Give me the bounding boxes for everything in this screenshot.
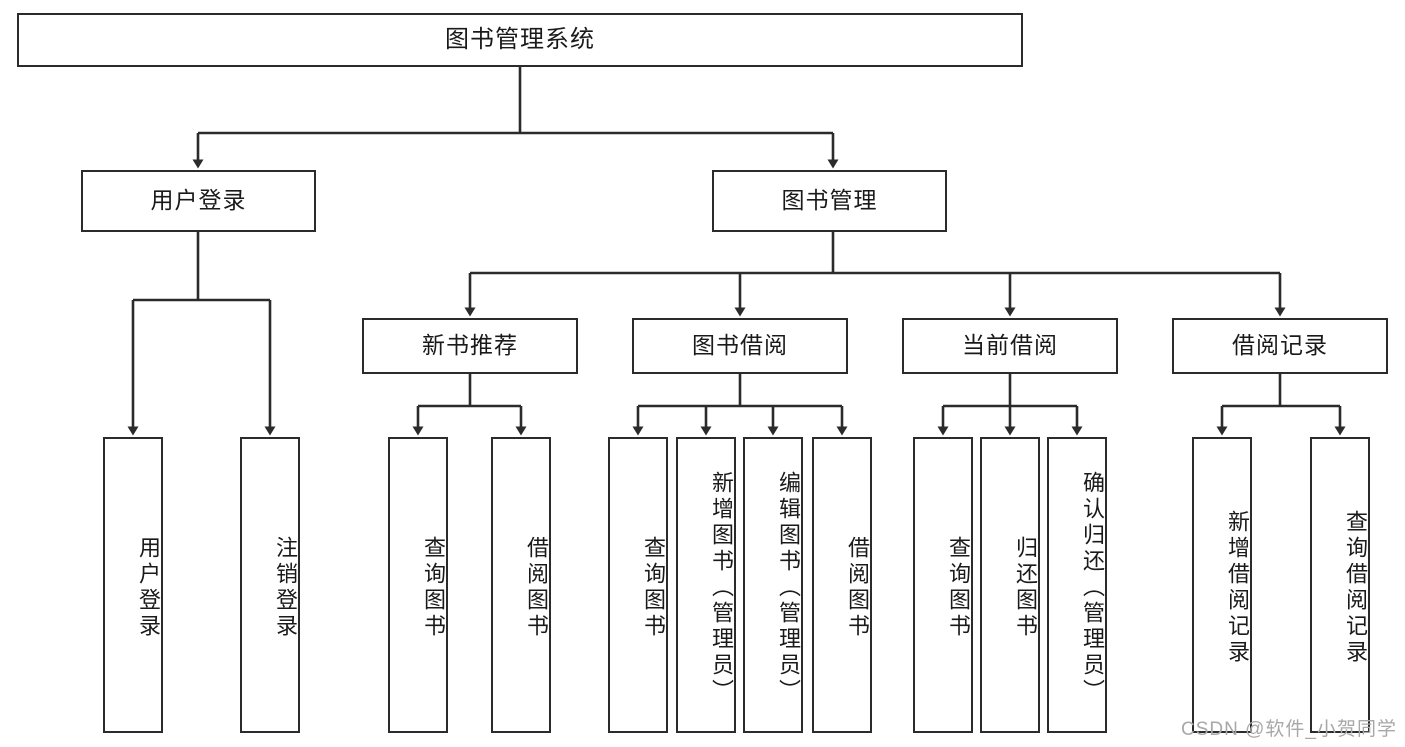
node-label: 借阅图书 xyxy=(524,536,549,640)
leaf-book-borrow-query-book[interactable]: 查询图书 xyxy=(608,437,668,733)
watermark-text: CSDN @软件_小贺同学 xyxy=(1181,719,1397,740)
leaf-current-borrow-query-book[interactable]: 查询图书 xyxy=(913,437,973,733)
leaf-current-borrow-return-book[interactable]: 归还图书 xyxy=(980,437,1040,733)
node-user-login[interactable]: 用户登录 xyxy=(81,170,316,232)
node-label: 当前借阅 xyxy=(962,332,1058,359)
node-current-borrow[interactable]: 当前借阅 xyxy=(902,318,1118,374)
node-book-borrow[interactable]: 图书借阅 xyxy=(632,318,848,374)
node-label: 新增图书（管理员） xyxy=(709,471,734,705)
leaf-book-borrow-add-book[interactable]: 新增图书（管理员） xyxy=(676,437,736,733)
node-borrow-record[interactable]: 借阅记录 xyxy=(1172,318,1388,374)
node-label: 查询图书 xyxy=(421,536,446,640)
node-new-book-recommend[interactable]: 新书推荐 xyxy=(362,318,578,374)
node-label: 图书借阅 xyxy=(692,332,788,359)
node-label: 查询借阅记录 xyxy=(1343,510,1368,666)
leaf-current-borrow-confirm-return[interactable]: 确认归还（管理员） xyxy=(1047,437,1107,733)
node-label: 用户登录 xyxy=(136,536,161,640)
leaf-user-login-login[interactable]: 用户登录 xyxy=(103,437,163,733)
leaf-borrow-record-query-record[interactable]: 查询借阅记录 xyxy=(1310,437,1370,733)
leaf-book-borrow-borrow-book[interactable]: 借阅图书 xyxy=(812,437,872,733)
node-label: 图书管理 xyxy=(781,187,878,214)
node-label: 新增借阅记录 xyxy=(1225,510,1250,666)
node-label: 编辑图书（管理员） xyxy=(776,471,801,705)
node-label: 确认归还（管理员） xyxy=(1080,471,1105,705)
node-label: 借阅图书 xyxy=(845,536,870,640)
leaf-new-book-borrow-book[interactable]: 借阅图书 xyxy=(491,437,551,733)
node-label: 注销登录 xyxy=(273,536,298,640)
node-label: 查询图书 xyxy=(946,536,971,640)
node-label: 查询图书 xyxy=(641,536,666,640)
node-label: 借阅记录 xyxy=(1232,332,1328,359)
leaf-user-login-logout[interactable]: 注销登录 xyxy=(240,437,300,733)
leaf-borrow-record-add-record[interactable]: 新增借阅记录 xyxy=(1192,437,1252,733)
leaf-new-book-query-book[interactable]: 查询图书 xyxy=(388,437,448,733)
node-book-management[interactable]: 图书管理 xyxy=(712,170,947,232)
leaf-book-borrow-edit-book[interactable]: 编辑图书（管理员） xyxy=(743,437,803,733)
node-root-book-management-system[interactable]: 图书管理系统 xyxy=(17,13,1023,67)
node-label: 图书管理系统 xyxy=(445,25,595,53)
node-label: 归还图书 xyxy=(1013,536,1038,640)
node-label: 新书推荐 xyxy=(422,332,518,359)
node-label: 用户登录 xyxy=(150,187,247,214)
